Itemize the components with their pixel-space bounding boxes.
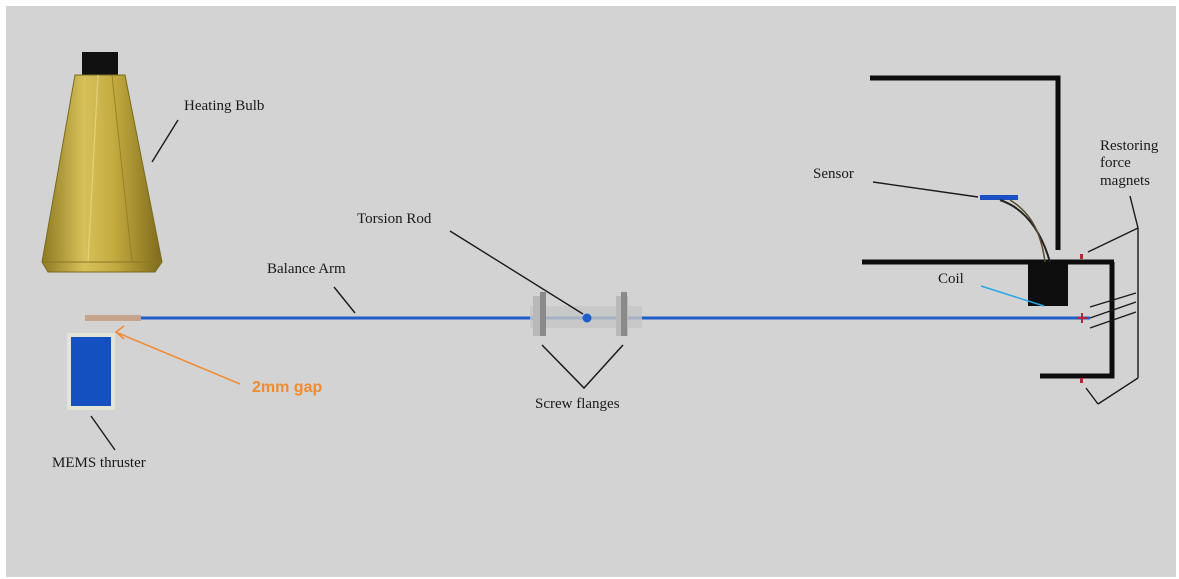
magnets-top-leader [1129, 195, 1139, 229]
mems-thruster-leader [90, 415, 116, 451]
label-torsion-rod: Torsion Rod [357, 211, 432, 227]
label-sensor: Sensor [813, 166, 854, 182]
heating-bulb [41, 52, 163, 273]
sensor [980, 195, 1018, 200]
magnets-leaders [1085, 227, 1139, 405]
label-screw-flanges: Screw flanges [535, 396, 620, 412]
label-mems-thruster: MEMS thruster [52, 455, 146, 471]
label-coil: Coil [938, 271, 964, 287]
housing-frame [862, 75, 1115, 379]
bulb-body [41, 74, 163, 273]
mems-thruster [67, 333, 115, 410]
torsion-rod-pivot [582, 313, 592, 323]
label-restoring-force-magnets: Restoring force magnets [1100, 138, 1158, 190]
gap-arrow [117, 332, 241, 385]
label-heating-bulb: Heating Bulb [184, 98, 265, 114]
torsion-rod-leader [449, 230, 584, 315]
balance-arm-leader [333, 286, 356, 314]
coil-pointer [980, 285, 1045, 307]
label-magnets-line-2: force [1100, 155, 1131, 172]
label-gap: 2mm gap [252, 379, 323, 396]
label-magnets-line-1: Restoring [1100, 138, 1159, 154]
screw-flanges-leader [541, 344, 624, 390]
diagram-canvas [6, 6, 1176, 577]
restoring-force-magnets [1077, 254, 1088, 383]
label-magnets-line-3: magnets [1100, 172, 1150, 189]
gap-arrow-head [114, 325, 125, 340]
arm-tip [85, 315, 141, 321]
label-balance-arm: Balance Arm [267, 261, 346, 277]
heating-bulb-leader [151, 119, 179, 163]
coil [1028, 262, 1068, 306]
sensor-leader [872, 181, 979, 198]
